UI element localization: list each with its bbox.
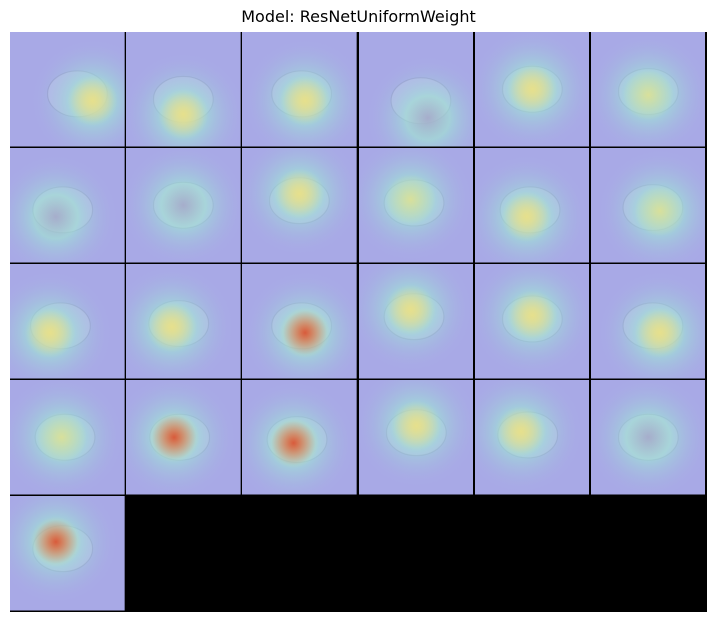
heat-core	[358, 264, 474, 379]
heat-core	[10, 148, 125, 263]
heat-core	[590, 32, 706, 147]
heatmap-tile-bottle-cap	[10, 380, 125, 495]
heatmap-tile-crushed-can	[358, 264, 474, 379]
heatmap-tile-crushed-plastic-bottle	[358, 32, 474, 147]
heat-core	[126, 380, 241, 495]
heat-core	[242, 148, 357, 263]
heatmap-tile-juice-pouch	[242, 380, 357, 495]
heatmap-tile-crumpled-tube	[242, 264, 357, 379]
heatmap-tile-glass-jar	[242, 148, 357, 263]
heat-core	[126, 32, 241, 147]
heatmap-tile-paper-sheet	[474, 380, 590, 495]
heatmap-tile-crushed-plastic-packaging	[474, 148, 590, 263]
heatmap-tile-small-water-bottle	[358, 148, 474, 263]
heat-core	[474, 380, 590, 495]
heatmap-tile-plastic-tray	[10, 264, 125, 379]
heat-core	[126, 148, 241, 263]
heatmap-tile-plastic-container-with-label	[590, 32, 706, 147]
heat-core	[474, 264, 590, 379]
heat-core	[10, 496, 125, 611]
heat-core	[590, 380, 706, 495]
heatmap-tile-clear-plastic-plate	[10, 32, 125, 147]
heatmap-tile-green-glass-bottle	[242, 32, 357, 147]
heat-core	[10, 32, 125, 147]
heat-core	[358, 148, 474, 263]
heatmap-tile-carton-package	[590, 264, 706, 379]
heat-core	[10, 380, 125, 495]
heat-core	[590, 264, 706, 379]
heatmap-tile-metal-lid	[126, 380, 241, 495]
heat-core	[10, 264, 125, 379]
heatmap-tile-paper-envelope	[474, 32, 590, 147]
heatmap-tile-cardboard-sheet	[126, 32, 241, 147]
heat-core	[126, 264, 241, 379]
heatmap-tile-cardboard-box-interior	[126, 264, 241, 379]
heatmap-tile-printed-card	[126, 148, 241, 263]
heatmap-tile-plain-paper	[10, 148, 125, 263]
heatmap-tile-green-plastic-bottle	[590, 148, 706, 263]
heatmap-tile-glass-bowl	[474, 264, 590, 379]
heatmap-tile-labeled-plastic-packaging	[10, 496, 125, 611]
heatmap-tile-plastic-blister-pack	[590, 380, 706, 495]
heat-core	[242, 32, 357, 147]
heatmap-tile-glass-jar-upright	[358, 380, 474, 495]
heat-core	[358, 380, 474, 495]
heat-core	[242, 264, 357, 379]
heat-core	[474, 32, 590, 147]
heat-core	[358, 32, 474, 147]
heat-core	[474, 148, 590, 263]
page-title: Model: ResNetUniformWeight	[241, 7, 476, 26]
heatmap-grid	[10, 32, 707, 612]
heat-core	[590, 148, 706, 263]
heat-core	[242, 380, 357, 495]
